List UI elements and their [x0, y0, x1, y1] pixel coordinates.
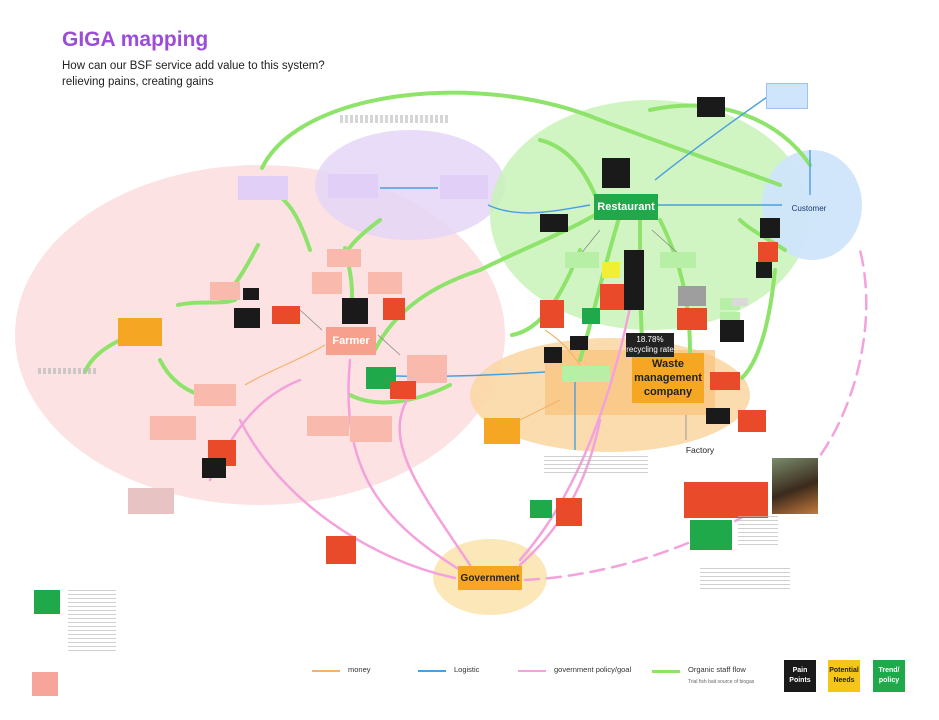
- sticky-green-5: [562, 366, 610, 382]
- sticky-pink-3: [368, 272, 402, 294]
- waste-management-node: Waste management company: [632, 353, 704, 403]
- legend-organic-label: Organic staff flow: [688, 665, 746, 674]
- sticky-orange-2: [484, 418, 520, 444]
- sticky-black-6: [234, 308, 260, 328]
- sticky-red-9: [326, 536, 356, 564]
- sticky-red-6: [677, 308, 707, 330]
- legend-potential-needs-label: Potential Needs: [829, 667, 859, 684]
- legend-potential-needs: Potential Needs: [828, 660, 860, 692]
- customer-node: Customer: [791, 203, 827, 213]
- waste-label-line-2: management: [634, 372, 702, 384]
- sticky-black-12: [756, 262, 772, 278]
- legend-pain-points-label: Pain Points: [789, 667, 811, 684]
- sticky-black-13: [540, 214, 568, 232]
- legend-money-label: money: [348, 665, 371, 674]
- sticky-lavender-3: [440, 175, 488, 199]
- recycling-rate-label: recycling rate: [626, 345, 674, 354]
- annotation-scribble-4: [700, 568, 790, 590]
- annotation-scribble-5: [38, 368, 98, 374]
- sticky-pink-7: [307, 416, 349, 436]
- sticky-red-13: [758, 242, 778, 262]
- sticky-black-7: [243, 288, 259, 300]
- sticky-black-9: [720, 320, 744, 342]
- sticky-green-10: [582, 308, 600, 324]
- legend-logistic-label: Logistic: [454, 665, 480, 674]
- sticky-black-11: [760, 218, 780, 238]
- sticky-pink-1: [327, 249, 361, 267]
- sticky-pink-8: [350, 416, 392, 442]
- recycling-rate-value: 18.78%: [636, 335, 664, 344]
- legend-logistic-line: [418, 670, 446, 672]
- subtitle-line-2: relieving pains, creating gains: [62, 76, 214, 88]
- supply-region: [315, 130, 505, 240]
- restaurant-node: Restaurant: [594, 194, 658, 220]
- sticky-pink-2: [312, 272, 342, 294]
- sticky-blue-1: [766, 83, 808, 109]
- waste-label-line-1: Waste: [651, 358, 684, 370]
- legend-trend-policy: Trend/ policy: [873, 660, 905, 692]
- sticky-black-5: [342, 298, 368, 324]
- subtitle-line-1: How can our BSF service add value to thi…: [62, 60, 325, 72]
- sticky-pink-11: [32, 672, 58, 696]
- logistic-lines: [374, 94, 811, 450]
- page-subtitle: How can our BSF service add value to thi…: [62, 58, 362, 90]
- sticky-lavender-1: [238, 176, 288, 200]
- sticky-black-4: [544, 347, 562, 363]
- sticky-red-1: [272, 306, 300, 324]
- sticky-red-5: [600, 284, 624, 310]
- legend-pain-points: Pain Points: [784, 660, 816, 692]
- sticky-green-8: [530, 500, 552, 518]
- annotation-scribble-1: [340, 115, 450, 123]
- sticky-red-4: [540, 300, 564, 328]
- sticky-pink-9: [407, 355, 447, 383]
- sticky-lavender-2: [328, 174, 378, 198]
- annotation-scribble-6: [738, 516, 778, 546]
- annotation-scribble-2: [544, 456, 648, 474]
- sticky-black-8: [202, 458, 226, 478]
- sticky-green-1: [565, 252, 599, 268]
- sticky-red-11: [556, 498, 582, 526]
- legend-trend-policy-label: Trend/ policy: [878, 667, 900, 684]
- customer-region: [762, 150, 862, 260]
- sticky-black-1: [697, 97, 725, 117]
- sticky-red-2: [383, 298, 405, 320]
- sticky-green-7: [366, 367, 396, 389]
- farmer-node: Farmer: [326, 327, 376, 355]
- sticky-orange-1: [118, 318, 162, 346]
- sticky-green-2: [660, 252, 696, 268]
- sticky-pink-5: [194, 384, 236, 406]
- legend-money-line: [312, 670, 340, 672]
- guide-lines: [299, 229, 687, 440]
- sticky-red-12: [684, 482, 768, 518]
- annotation-scribble-3: [68, 590, 116, 652]
- legend-policy-line: [518, 670, 546, 672]
- page-title: GIGA mapping: [62, 28, 209, 51]
- sticky-grey-2: [732, 298, 748, 306]
- sticky-green-6: [34, 590, 60, 614]
- sticky-pink-10: [128, 488, 174, 514]
- government-node: Government: [458, 566, 522, 590]
- sticky-red-3: [390, 381, 416, 399]
- sticky-black-10: [706, 408, 730, 424]
- waste-label-line-3: company: [643, 386, 693, 398]
- sticky-green-9: [690, 520, 732, 550]
- sticky-red-7: [710, 372, 740, 390]
- legend-organic-note: Trial fish bait source of biogas: [688, 679, 755, 685]
- legend-policy-label: government policy/goal: [554, 665, 632, 674]
- factory-node: Factory: [685, 445, 715, 455]
- sticky-pink-4: [210, 282, 240, 300]
- legend-organic-line: [652, 670, 680, 673]
- sticky-black-2: [602, 158, 630, 188]
- sticky-black-14: [570, 336, 588, 350]
- sticky-grey-1: [678, 286, 706, 306]
- sticky-pink-6: [150, 416, 196, 440]
- sticky-yellow-1: [602, 262, 620, 278]
- bsf-product-photo: [772, 458, 818, 514]
- recycling-rate-badge: 18.78% recycling rate: [626, 333, 674, 357]
- sticky-red-8: [738, 410, 766, 432]
- sticky-black-3: [624, 250, 644, 310]
